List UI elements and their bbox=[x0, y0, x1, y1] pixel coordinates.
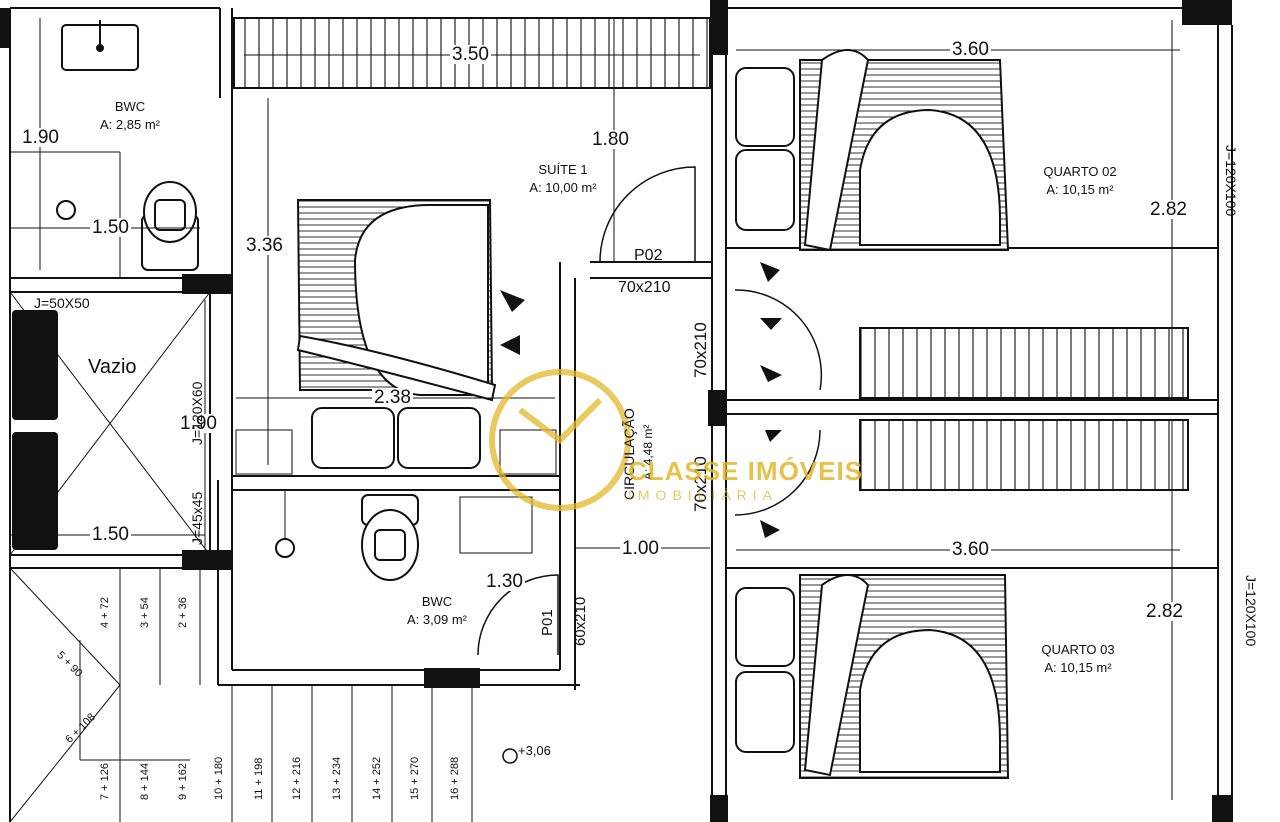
room-bwc-bottom: BWC A: 3,09 m² bbox=[407, 593, 467, 628]
dim-bwc-height: 1.90 bbox=[20, 127, 61, 148]
dim-bed-width: 2.38 bbox=[372, 387, 413, 408]
dim-bwc-width: 1.50 bbox=[90, 217, 131, 238]
watermark-name: CLASSE IMÓVEIS bbox=[628, 456, 864, 486]
stair-step: 3 + 54 bbox=[139, 597, 151, 628]
window-j45: J=45x45 bbox=[189, 491, 205, 545]
dim-bwc2-width: 1.30 bbox=[484, 571, 525, 592]
stair-step: 12 + 216 bbox=[291, 756, 303, 800]
stair-step: 2 + 36 bbox=[177, 597, 189, 628]
bed-q2 bbox=[735, 49, 1010, 252]
wall-blocks bbox=[0, 0, 1232, 822]
door-p01-code: P01 bbox=[539, 609, 556, 636]
wardrobe-q2 bbox=[859, 327, 1189, 399]
window-j50: J=50X50 bbox=[34, 295, 90, 311]
stairs bbox=[9, 567, 473, 822]
watermark-logo bbox=[489, 369, 631, 511]
stair-step: 7 + 126 bbox=[99, 762, 111, 800]
door-p02-code: P02 bbox=[634, 247, 663, 264]
room-bwc-top: BWC A: 2,85 m² bbox=[100, 98, 160, 133]
arrows bbox=[500, 262, 782, 538]
window-j-q2: J=120X100 bbox=[1223, 145, 1239, 217]
stair-step: 15 + 270 bbox=[409, 756, 421, 800]
room-name: BWC bbox=[114, 99, 146, 114]
dim-vazio-height: 1.90 bbox=[178, 413, 219, 434]
room-suite: SUÍTE 1 A: 10,00 m² bbox=[529, 161, 596, 196]
bwc-top-fixtures bbox=[10, 20, 199, 278]
room-area: A: 10,00 m² bbox=[529, 179, 597, 195]
stair-step: 16 + 288 bbox=[449, 756, 461, 800]
room-name: QUARTO 02 bbox=[1043, 164, 1117, 179]
stair-step: 8 + 144 bbox=[139, 762, 151, 800]
room-area: A: 10,15 m² bbox=[1044, 659, 1112, 675]
dim-circ-width: 1.00 bbox=[620, 538, 661, 559]
stair-step: 4 + 72 bbox=[99, 597, 111, 628]
room-quarto2: QUARTO 02 A: 10,15 m² bbox=[1043, 163, 1116, 198]
dim-q2-width: 3.60 bbox=[950, 39, 991, 60]
dim-suite-depth: 1.80 bbox=[590, 129, 631, 150]
stair-step: 9 + 162 bbox=[177, 762, 189, 800]
door-p02-size: 70x210 bbox=[618, 279, 671, 296]
room-name: SUÍTE 1 bbox=[538, 162, 588, 177]
bed-q3 bbox=[735, 574, 1010, 779]
window-j-q3: J=120X100 bbox=[1243, 575, 1259, 647]
room-quarto3: QUARTO 03 A: 10,15 m² bbox=[1041, 641, 1114, 676]
room-vazio: Vazio bbox=[88, 356, 137, 378]
room-name: BWC bbox=[421, 594, 453, 609]
dim-door-a: 70x210 bbox=[691, 322, 710, 378]
door-p01-size: 60x210 bbox=[572, 596, 589, 646]
level-marker bbox=[502, 748, 518, 764]
stair-step: 14 + 252 bbox=[371, 756, 383, 800]
dim-suite-width: 3.50 bbox=[450, 44, 491, 65]
dim-q3-height: 2.82 bbox=[1144, 601, 1185, 622]
stair-step: 11 + 198 bbox=[253, 757, 265, 800]
dim-q2-height: 2.82 bbox=[1148, 199, 1189, 220]
vazio-fixtures bbox=[12, 310, 58, 550]
bwc-bottom-fixtures bbox=[235, 429, 557, 581]
dim-suite-left: 3.36 bbox=[244, 235, 285, 256]
door-swings bbox=[477, 166, 823, 656]
dim-vazio-width: 1.50 bbox=[90, 524, 131, 545]
dim-q3-width: 3.60 bbox=[950, 539, 991, 560]
level-label: +3,06 bbox=[518, 743, 551, 758]
wardrobe-q3 bbox=[859, 419, 1189, 491]
watermark-sub: IMOBILIÁRIA bbox=[628, 487, 779, 503]
stair-step: 13 + 234 bbox=[331, 756, 343, 800]
window-j120-left: J=120X60 bbox=[189, 381, 205, 445]
room-name: QUARTO 03 bbox=[1041, 642, 1115, 657]
room-area: A: 3,09 m² bbox=[407, 611, 467, 627]
stair-step: 10 + 180 bbox=[213, 756, 225, 800]
room-area: A: 10,15 m² bbox=[1046, 181, 1114, 197]
bed-suite bbox=[296, 199, 497, 469]
room-area: A: 2,85 m² bbox=[100, 116, 160, 132]
